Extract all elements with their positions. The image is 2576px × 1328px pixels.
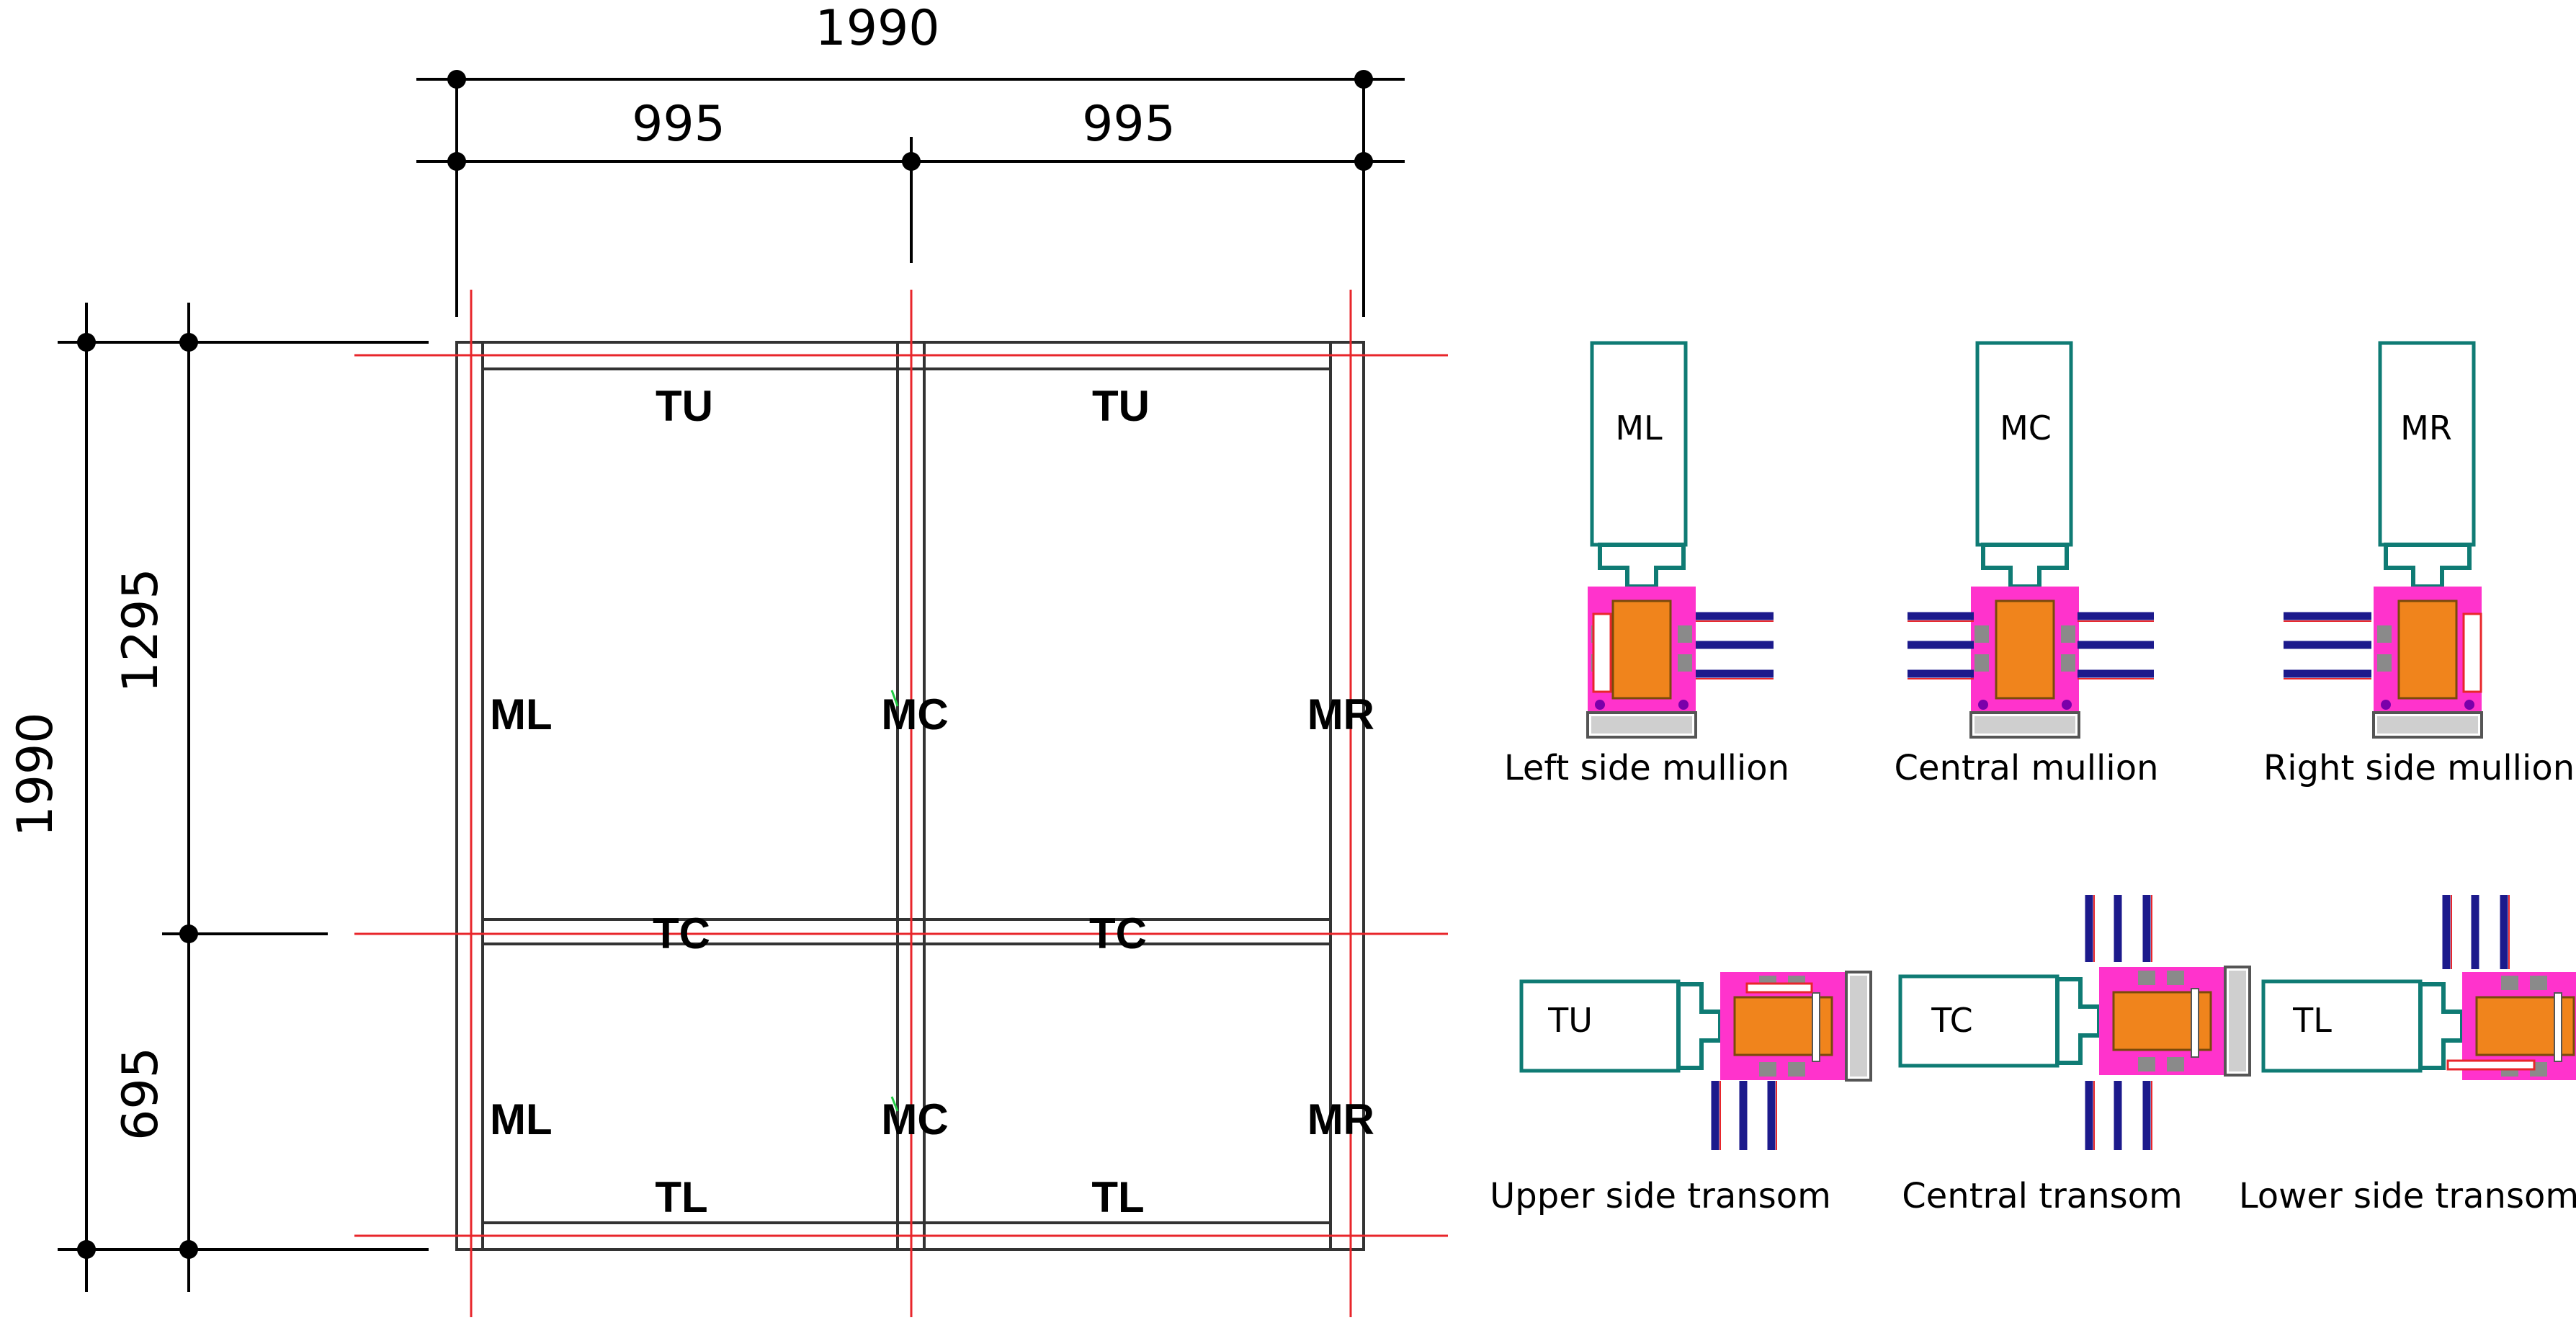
dim-top-left: 995: [632, 96, 725, 153]
dim-left-total: 1990: [7, 712, 64, 837]
section-code-tc: TC: [1931, 1001, 1973, 1040]
top-dimension-nodes: [447, 70, 1373, 171]
green-markers: [890, 690, 899, 1112]
label-ll-left: ML: [490, 1095, 553, 1144]
dim-left-upper: 1295: [112, 568, 169, 692]
dim-top-total: 1990: [815, 0, 939, 57]
label-ur-bottom: TC: [1089, 909, 1147, 958]
caption-upper-transom: Upper side transom: [1490, 1176, 1831, 1216]
caption-central-mullion: Central mullion: [1894, 748, 2158, 788]
caption-right-mullion: Right side mullion: [2263, 748, 2575, 788]
dim-top-right: 995: [1082, 96, 1176, 153]
left-dimension-chain: [58, 303, 429, 1292]
section-code-mr: MR: [2400, 409, 2452, 447]
caption-left-mullion: Left side mullion: [1504, 748, 1789, 788]
section-upper-transom: TU Upper side transom: [1490, 972, 1871, 1216]
section-central-transom: TC Central transom: [1898, 895, 2250, 1216]
caption-central-transom: Central transom: [1902, 1176, 2183, 1216]
axis-lines: [354, 290, 1448, 1317]
top-dimension-chain: [416, 78, 1405, 317]
section-left-mullion: ML Left side mullion: [1504, 341, 1789, 788]
label-ur-right: MR: [1307, 690, 1374, 739]
label-ll-bottom: TL: [655, 1173, 707, 1221]
label-ll-right: MC: [881, 1095, 948, 1144]
label-ul-bottom: TC: [653, 909, 710, 958]
section-code-tl: TL: [2292, 1001, 2332, 1040]
section-central-mullion: MC Central mullion: [1894, 341, 2159, 788]
label-ur-top: TU: [1092, 382, 1150, 430]
label-lr-bottom: TL: [1091, 1173, 1144, 1221]
section-right-mullion: MR Right side mullion: [2263, 341, 2575, 788]
wall-frame: [455, 341, 1365, 1251]
dim-left-lower: 695: [112, 1047, 169, 1141]
label-lr-right: MR: [1307, 1095, 1374, 1144]
label-ul-top: TU: [656, 382, 713, 430]
cell-labels: TU TU ML MC MR TC TC ML MC MR TL TL: [490, 382, 1374, 1221]
label-ul-right: MC: [881, 690, 948, 739]
label-ul-left: ML: [490, 690, 553, 739]
left-dimension-nodes: [77, 333, 198, 1259]
section-code-ml: ML: [1615, 409, 1663, 447]
caption-lower-transom: Lower side transom: [2239, 1176, 2576, 1216]
section-lower-transom: TL Lower side transom: [2239, 895, 2576, 1216]
section-code-tu: TU: [1547, 1001, 1593, 1040]
section-code-mc: MC: [2000, 409, 2052, 447]
